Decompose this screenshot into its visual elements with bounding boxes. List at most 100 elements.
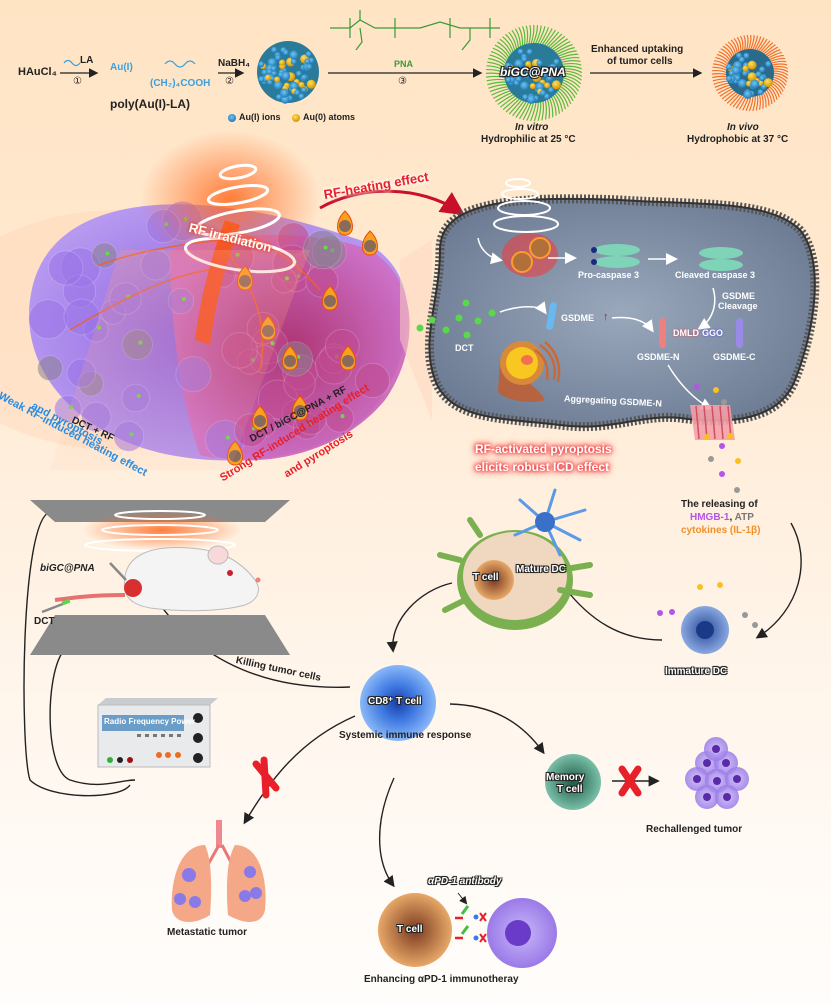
nanoparticle-core — [254, 415, 266, 427]
mature-dc-label: Mature DC — [516, 564, 567, 575]
bigc-pna-hydrophilic-particle — [485, 24, 583, 122]
au-atom — [524, 72, 531, 79]
nanoparticle-core — [364, 240, 376, 252]
tumor-cell-nucleus — [505, 920, 531, 946]
au-atom — [274, 54, 281, 61]
arrow-cd8-to-lung — [243, 715, 356, 825]
gold-nanocluster-icon — [257, 41, 319, 104]
au-atom — [279, 59, 286, 66]
nanoparticle-core — [339, 220, 351, 232]
memory-t-cell-icon — [545, 754, 601, 810]
au-atom — [295, 70, 302, 77]
au-atom — [279, 88, 289, 98]
device-knob — [193, 753, 203, 763]
au-atom — [517, 48, 524, 55]
au-atom — [529, 83, 536, 90]
au-atom — [274, 76, 281, 83]
release-comma: , — [729, 512, 735, 523]
step1-reagent: LA — [80, 55, 94, 66]
bigc-pna-hydrophobic-particle — [711, 34, 789, 112]
dct-dot — [340, 414, 345, 419]
block-x-icons — [252, 756, 642, 799]
pyroptosis-label-line2: elicits robust ICD effect — [475, 460, 610, 474]
au-atom — [738, 56, 745, 63]
tumor-cell-blob — [91, 242, 118, 269]
arrow-into-heat — [477, 237, 503, 265]
atp-label: ATP — [734, 512, 754, 523]
au-atom — [275, 94, 282, 101]
polymer-backbone-icon — [164, 60, 196, 68]
au-atom — [281, 71, 291, 81]
nanoparticle-core — [294, 405, 306, 417]
lymph-node — [437, 517, 593, 630]
au-atom — [304, 58, 311, 65]
cell-membrane-line — [428, 197, 816, 428]
au-atom — [505, 62, 512, 69]
au-atom — [737, 78, 747, 88]
gsdme-c-protein — [736, 318, 743, 348]
heated-particle — [511, 251, 533, 273]
au-atom — [741, 70, 748, 77]
cleavage-site-red: DMLD — [673, 328, 699, 338]
rechallenged-tumor-label: Rechallenged tumor — [646, 824, 743, 835]
au-atom — [742, 65, 749, 72]
immune-flow-arrows — [23, 511, 802, 888]
tumor-nucleus — [703, 793, 711, 801]
dct-molecules — [416, 299, 496, 339]
step3-reagent: PNA — [394, 59, 414, 69]
au-atom — [551, 80, 561, 90]
au-atom — [289, 50, 299, 60]
au-atom — [261, 69, 268, 76]
au-atom — [301, 74, 308, 81]
mouse-illustration — [41, 545, 261, 614]
au-atom — [505, 76, 512, 83]
au-atom — [725, 63, 732, 70]
arrow-release-to-immature-dc — [755, 522, 802, 639]
au-atom — [759, 75, 766, 82]
pd1-antibody-blocking-icon — [455, 905, 487, 943]
la-chain-icon — [63, 59, 81, 67]
au-atom — [526, 94, 536, 104]
pro-caspase-label: Pro-caspase 3 — [578, 270, 640, 280]
au-atom — [535, 82, 545, 92]
mouse-bigc-label: biGC@PNA — [40, 563, 95, 574]
au-atom — [728, 70, 735, 77]
polymer-formula: Au(I) — [110, 62, 133, 73]
au-atom — [743, 89, 753, 99]
device-panel-label: Radio Frequency Power — [104, 717, 196, 726]
gsdme-n-protein — [659, 318, 666, 348]
au-atom — [759, 66, 766, 73]
immature-dc-icon — [657, 582, 758, 654]
arrow-cd8-to-memory — [449, 703, 545, 755]
arrow-cd8-to-pd1 — [379, 777, 395, 888]
tumor-nucleus — [723, 793, 731, 801]
au-atom — [755, 71, 762, 78]
au-atom — [750, 79, 760, 89]
hydrophobic-label: Hydrophobic at 37 °C — [687, 134, 789, 145]
rf-generator-device — [97, 698, 218, 768]
nanoparticle-core — [342, 355, 354, 367]
arrow-gsdme-split — [611, 316, 654, 333]
pna-structure-icon — [330, 10, 500, 51]
device-knob — [193, 733, 203, 743]
cd8-t-cell-label: CD8⁺ T cell — [368, 696, 422, 707]
au1-legend-dot — [228, 114, 236, 122]
heated-particle — [529, 237, 551, 259]
au-atom — [526, 48, 533, 55]
step2-number: ② — [225, 76, 234, 87]
au-atom — [258, 61, 265, 68]
x-metastasis-cross — [260, 756, 270, 799]
mature-dc-icon — [513, 488, 587, 557]
tumor-cell-blob — [63, 298, 101, 336]
au-atom — [270, 65, 277, 72]
au-atom — [266, 68, 273, 75]
au-atom — [536, 60, 543, 67]
antibody-pointer-arrow — [457, 892, 468, 905]
cleaved-caspase-icon — [699, 247, 743, 271]
arrow-dct-gsdme — [499, 301, 547, 315]
immature-dc-label: Immature DC — [665, 666, 728, 677]
au-atom — [289, 81, 299, 91]
memory-label-line1: Memory — [546, 772, 585, 783]
step1-number: ① — [73, 76, 82, 87]
au-atom — [258, 76, 265, 83]
